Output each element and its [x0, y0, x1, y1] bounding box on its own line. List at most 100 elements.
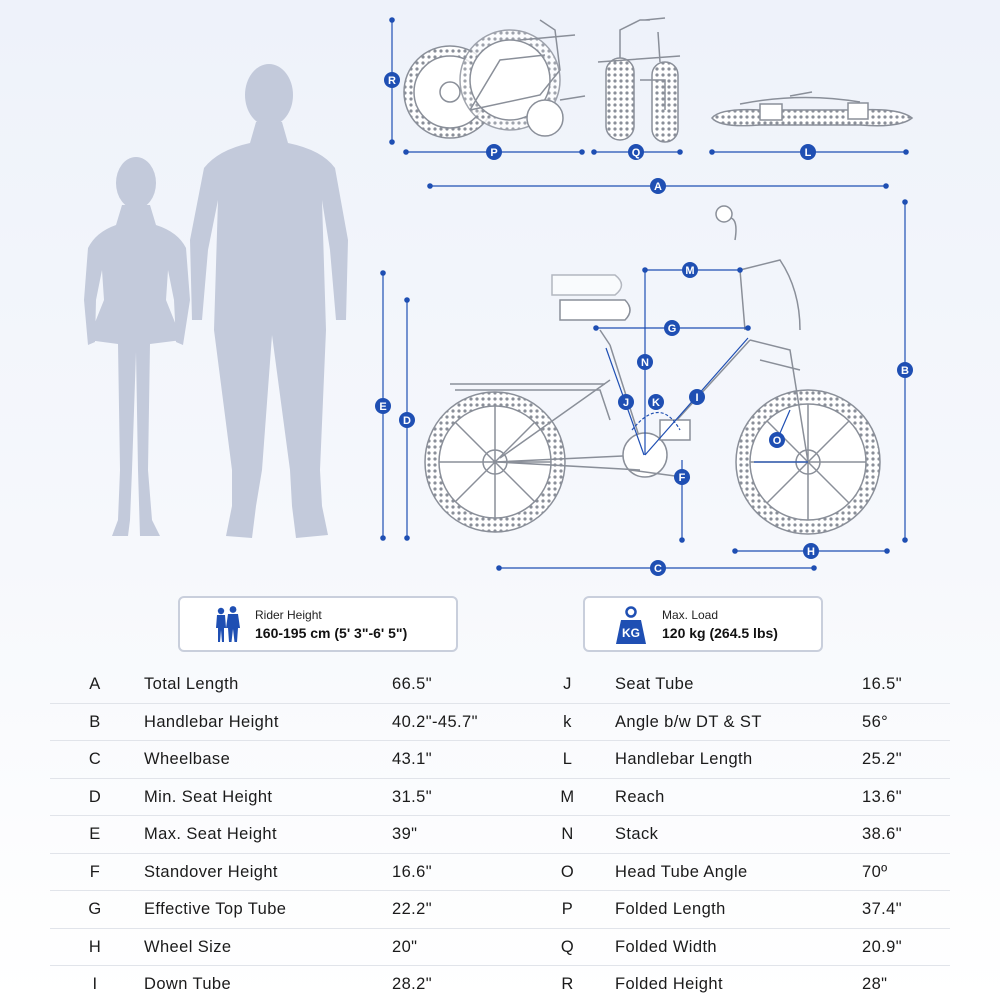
spec-name: Max. Seat Height: [144, 825, 277, 843]
spec-letter: N: [561, 825, 574, 843]
spec-name: Folded Length: [615, 900, 726, 918]
svg-text:M: M: [685, 265, 694, 277]
label-F: F: [674, 469, 690, 485]
spec-value: 38.6": [862, 825, 902, 843]
table-row: H Wheel Size 20" Q Folded Width 20.9": [50, 929, 950, 966]
spec-value: 20": [392, 937, 418, 956]
spec-letter: M: [560, 787, 575, 806]
folded-bike-front-view: [597, 17, 681, 143]
svg-text:H: H: [807, 546, 815, 558]
table-row: I Down Tube 28.2" R Folded Height 28": [50, 966, 950, 1003]
kg-badge-text: KG: [622, 626, 640, 640]
svg-text:R: R: [388, 75, 396, 87]
table-row: G Effective Top Tube 22.2" P Folded Leng…: [50, 891, 950, 929]
spec-letter: H: [88, 937, 102, 956]
label-N: N: [637, 354, 653, 370]
spec-name: Seat Tube: [615, 675, 694, 693]
spec-value: 13.6": [862, 787, 902, 806]
max-load-box: KG Max. Load 120 kg (264.5 lbs): [583, 596, 823, 652]
spec-value: 43.1": [392, 750, 432, 768]
spec-letter: L: [562, 750, 573, 768]
label-A: A: [650, 178, 666, 194]
spec-letter: G: [88, 900, 102, 918]
spec-letter: k: [563, 712, 572, 731]
label-L: L: [800, 144, 816, 160]
spec-name: Effective Top Tube: [144, 900, 287, 918]
max-load-caption: Max. Load: [662, 608, 719, 622]
label-D: D: [399, 412, 415, 428]
spec-value: 40.2"-45.7": [392, 712, 478, 731]
svg-text:J: J: [623, 397, 629, 409]
spec-letter: F: [89, 862, 101, 881]
spec-value: 16.5": [862, 675, 902, 693]
spec-value: 28": [862, 975, 888, 993]
spec-value: 28.2": [392, 975, 432, 993]
spec-letter: P: [561, 900, 574, 918]
spec-letter: I: [92, 975, 98, 993]
spec-letter: C: [88, 750, 102, 768]
label-H: H: [803, 543, 819, 559]
spec-value: 39": [392, 825, 418, 843]
label-G: G: [664, 320, 680, 336]
woman-silhouette: [84, 157, 190, 536]
spec-name: Folded Height: [615, 975, 723, 993]
spec-name: Total Length: [144, 675, 239, 693]
svg-text:I: I: [695, 392, 698, 404]
label-K: K: [648, 394, 664, 410]
svg-text:D: D: [403, 415, 411, 427]
spec-name: Handlebar Length: [615, 750, 753, 768]
spec-value: 25.2": [862, 750, 902, 768]
rider-height-caption: Rider Height: [255, 608, 322, 622]
table-row: A Total Length 66.5" J Seat Tube 16.5": [50, 666, 950, 704]
svg-text:O: O: [773, 435, 782, 447]
svg-text:P: P: [490, 147, 497, 159]
spec-name: Folded Width: [615, 937, 718, 956]
spec-letter: A: [89, 675, 101, 693]
spec-letter: E: [89, 825, 101, 843]
table-row: C Wheelbase 43.1" L Handlebar Length 25.…: [50, 741, 950, 779]
folded-bike-side-view: [403, 19, 586, 139]
spec-value: 20.9": [862, 937, 902, 956]
table-row: D Min. Seat Height 31.5" M Reach 13.6": [50, 779, 950, 816]
table-row: F Standover Height 16.6" O Head Tube Ang…: [50, 854, 950, 891]
svg-text:B: B: [901, 365, 909, 377]
spec-value: 22.2": [392, 900, 432, 918]
svg-text:K: K: [652, 397, 660, 409]
svg-text:L: L: [805, 147, 812, 159]
spec-value: 70º: [862, 862, 888, 881]
svg-text:F: F: [679, 472, 686, 484]
label-P: P: [486, 144, 502, 160]
spec-name: Standover Height: [144, 862, 278, 881]
spec-name: Head Tube Angle: [615, 862, 748, 881]
spec-name: Handlebar Height: [144, 712, 279, 731]
spec-letter: R: [561, 975, 574, 993]
rider-height-box: Rider Height 160-195 cm (5' 3"-6' 5"): [178, 596, 458, 652]
spec-name: Wheelbase: [144, 750, 231, 768]
spec-letter: B: [89, 712, 101, 731]
table-row: B Handlebar Height 40.2"-45.7" k Angle b…: [50, 704, 950, 741]
spec-letter: O: [560, 862, 575, 881]
spec-letter: D: [88, 787, 102, 806]
svg-text:C: C: [654, 563, 662, 575]
label-R: R: [384, 72, 400, 88]
spec-name: Down Tube: [144, 975, 232, 993]
label-J: J: [618, 394, 634, 410]
spec-value: 56°: [862, 712, 889, 731]
label-B: B: [897, 362, 913, 378]
spec-value: 37.4": [862, 900, 902, 918]
label-I: I: [689, 389, 705, 405]
label-Q: Q: [628, 144, 644, 160]
man-silhouette: [190, 64, 348, 538]
svg-text:G: G: [668, 323, 677, 335]
folded-handlebar-view: [711, 91, 914, 127]
spec-value: 16.6": [392, 862, 432, 881]
riders-icon: [216, 606, 240, 642]
spec-value: 31.5": [392, 787, 432, 806]
geometry-diagram: R P Q L A M G N B I J K E D O F H C: [84, 17, 914, 576]
svg-text:N: N: [641, 357, 649, 369]
spec-table: A Total Length 66.5" J Seat Tube 16.5" B…: [50, 666, 950, 1003]
svg-text:Q: Q: [632, 147, 641, 159]
spec-name: Min. Seat Height: [144, 787, 273, 806]
label-E: E: [375, 398, 391, 414]
spec-name: Wheel Size: [144, 937, 232, 956]
